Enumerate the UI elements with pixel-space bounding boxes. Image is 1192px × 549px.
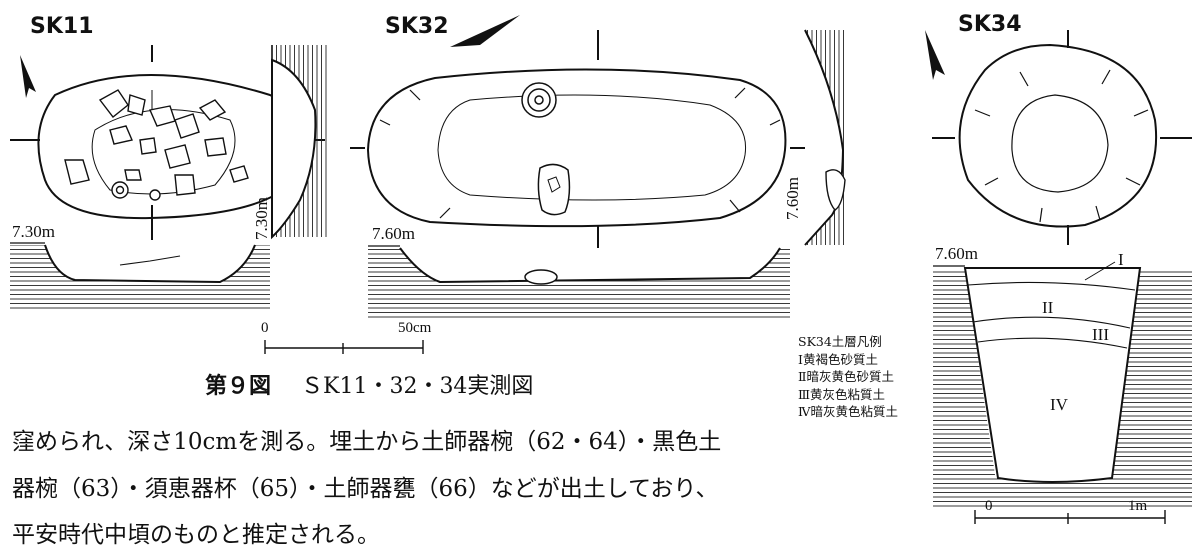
sk34-north-arrow xyxy=(925,30,945,80)
legend-item: Ⅱ暗灰黄色砂質土 xyxy=(798,369,894,384)
sk11-vertical-elevation-label: 7.30m xyxy=(252,197,271,240)
sk32-finds xyxy=(521,82,571,216)
sk32-plan xyxy=(350,30,810,250)
sk32-vertical-elevation-label: 7.60m xyxy=(783,177,802,220)
figure-caption: 第９図 ＳK11・32・34実測図 xyxy=(205,368,533,400)
sk34-label: SK34 xyxy=(958,12,1022,37)
body-text-line: 窪められ、深さ10cmを測る。埋土から土師器椀（62・64）・黒色土 xyxy=(12,429,722,455)
sk11-section xyxy=(10,242,270,310)
sk34-layer-3: III xyxy=(1092,325,1109,344)
legend-item: Ⅳ暗灰黄色粘質土 xyxy=(798,404,898,419)
scale-bar-small xyxy=(264,340,424,354)
sk32-label: SK32 xyxy=(385,14,449,39)
sk34-layer-2: II xyxy=(1042,298,1054,317)
sk11-label: SK11 xyxy=(30,14,94,39)
legend-item: Ⅲ黄灰色粘質土 xyxy=(798,386,886,402)
sk32-elevation-label: 7.60m xyxy=(372,224,415,243)
scale-small-end: 50cm xyxy=(398,320,432,336)
legend-title: SK34土層凡例 xyxy=(798,334,882,349)
scale-bar-large xyxy=(974,510,1166,524)
figure-title: ＳK11・32・34実測図 xyxy=(301,374,534,399)
sk34-layer-4: IV xyxy=(1050,395,1068,414)
body-text-line: 器椀（63）・須恵器杯（65）・土師器甕（66）などが出土しており、 xyxy=(12,476,719,502)
figure-number: 第９図 xyxy=(205,374,272,399)
sk34-section xyxy=(933,261,1192,510)
sk11-potsherds xyxy=(64,89,249,201)
sk32-section xyxy=(368,245,790,318)
soil-layer-legend: SK34土層凡例 Ⅰ黄褐色砂質土 Ⅱ暗灰黄色砂質土 Ⅲ黄灰色粘質土 Ⅳ暗灰黄色粘… xyxy=(798,333,898,421)
sk34-elevation-label: 7.60m xyxy=(935,244,978,263)
scale-small-start: 0 xyxy=(261,320,269,336)
sk32-vertical-section xyxy=(804,29,846,246)
sk34-layer-1: I xyxy=(1118,250,1124,269)
sk11-elevation-label: 7.30m xyxy=(12,222,55,241)
scale-large-start: 0 xyxy=(985,498,993,514)
body-text-line: 平安時代中頃のものと推定される。 xyxy=(12,522,380,548)
legend-item: Ⅰ黄褐色砂質土 xyxy=(798,351,878,367)
sk11-north-arrow xyxy=(20,55,36,98)
sk34-plan xyxy=(932,30,1192,245)
scale-large-end: 1m xyxy=(1128,498,1148,514)
sk11-vertical-section xyxy=(271,45,327,240)
survey-drawing xyxy=(10,15,1192,524)
sk32-north-arrow xyxy=(450,15,520,47)
